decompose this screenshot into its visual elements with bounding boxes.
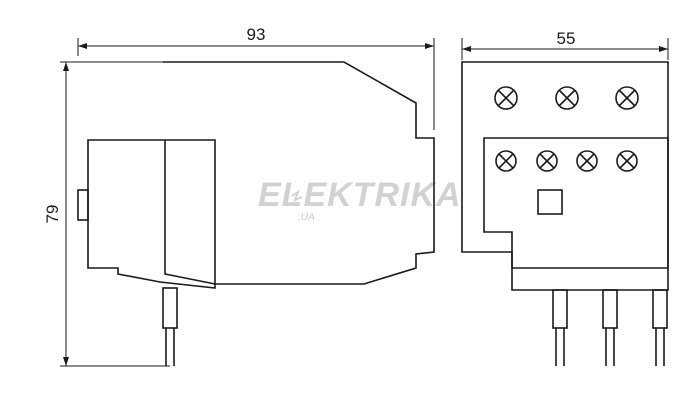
width-dimension: 93 [77,25,435,130]
watermark: ELEKTRIKA .UA [258,176,462,223]
relay-body-outline [163,61,435,285]
arrow-down-icon [63,357,69,366]
arrow-right-icon [659,46,668,52]
end-inner-panel [483,137,669,269]
lightning-icon [291,189,303,202]
pin [602,289,618,366]
end-frame-outline [461,61,669,291]
pin [652,289,668,366]
height-dimension: 79 [43,61,170,367]
watermark-brand: ELEKTRIKA [258,176,462,214]
terminal-screw-icon [495,150,517,172]
pin [552,289,568,366]
end-view: 55 [461,29,669,366]
side-view: 93 79 [43,25,435,367]
terminal-screw-icon [615,86,639,110]
width-label: 93 [247,25,266,44]
end-width-label: 55 [557,29,576,48]
end-pins [552,289,668,366]
terminal-screw-icon [494,86,518,110]
arrow-right-icon [425,43,434,49]
watermark-domain: .UA [298,212,315,223]
terminal-screw-icon [555,86,579,110]
arrow-left-icon [78,43,87,49]
terminal-screw-icon [576,150,598,172]
terminal-screw-icon [536,150,558,172]
reset-button-square [537,189,563,215]
pin-upper [162,287,178,329]
front-cover-block [87,139,216,289]
top-terminals [494,86,639,110]
height-label: 79 [43,205,62,224]
terminal-screw-icon [616,150,638,172]
arrow-left-icon [462,46,471,52]
aux-terminals [495,150,638,172]
side-pins [162,287,178,366]
arrow-up-icon [63,62,69,71]
adjust-knob [77,189,89,221]
end-width-dimension: 55 [461,29,669,60]
